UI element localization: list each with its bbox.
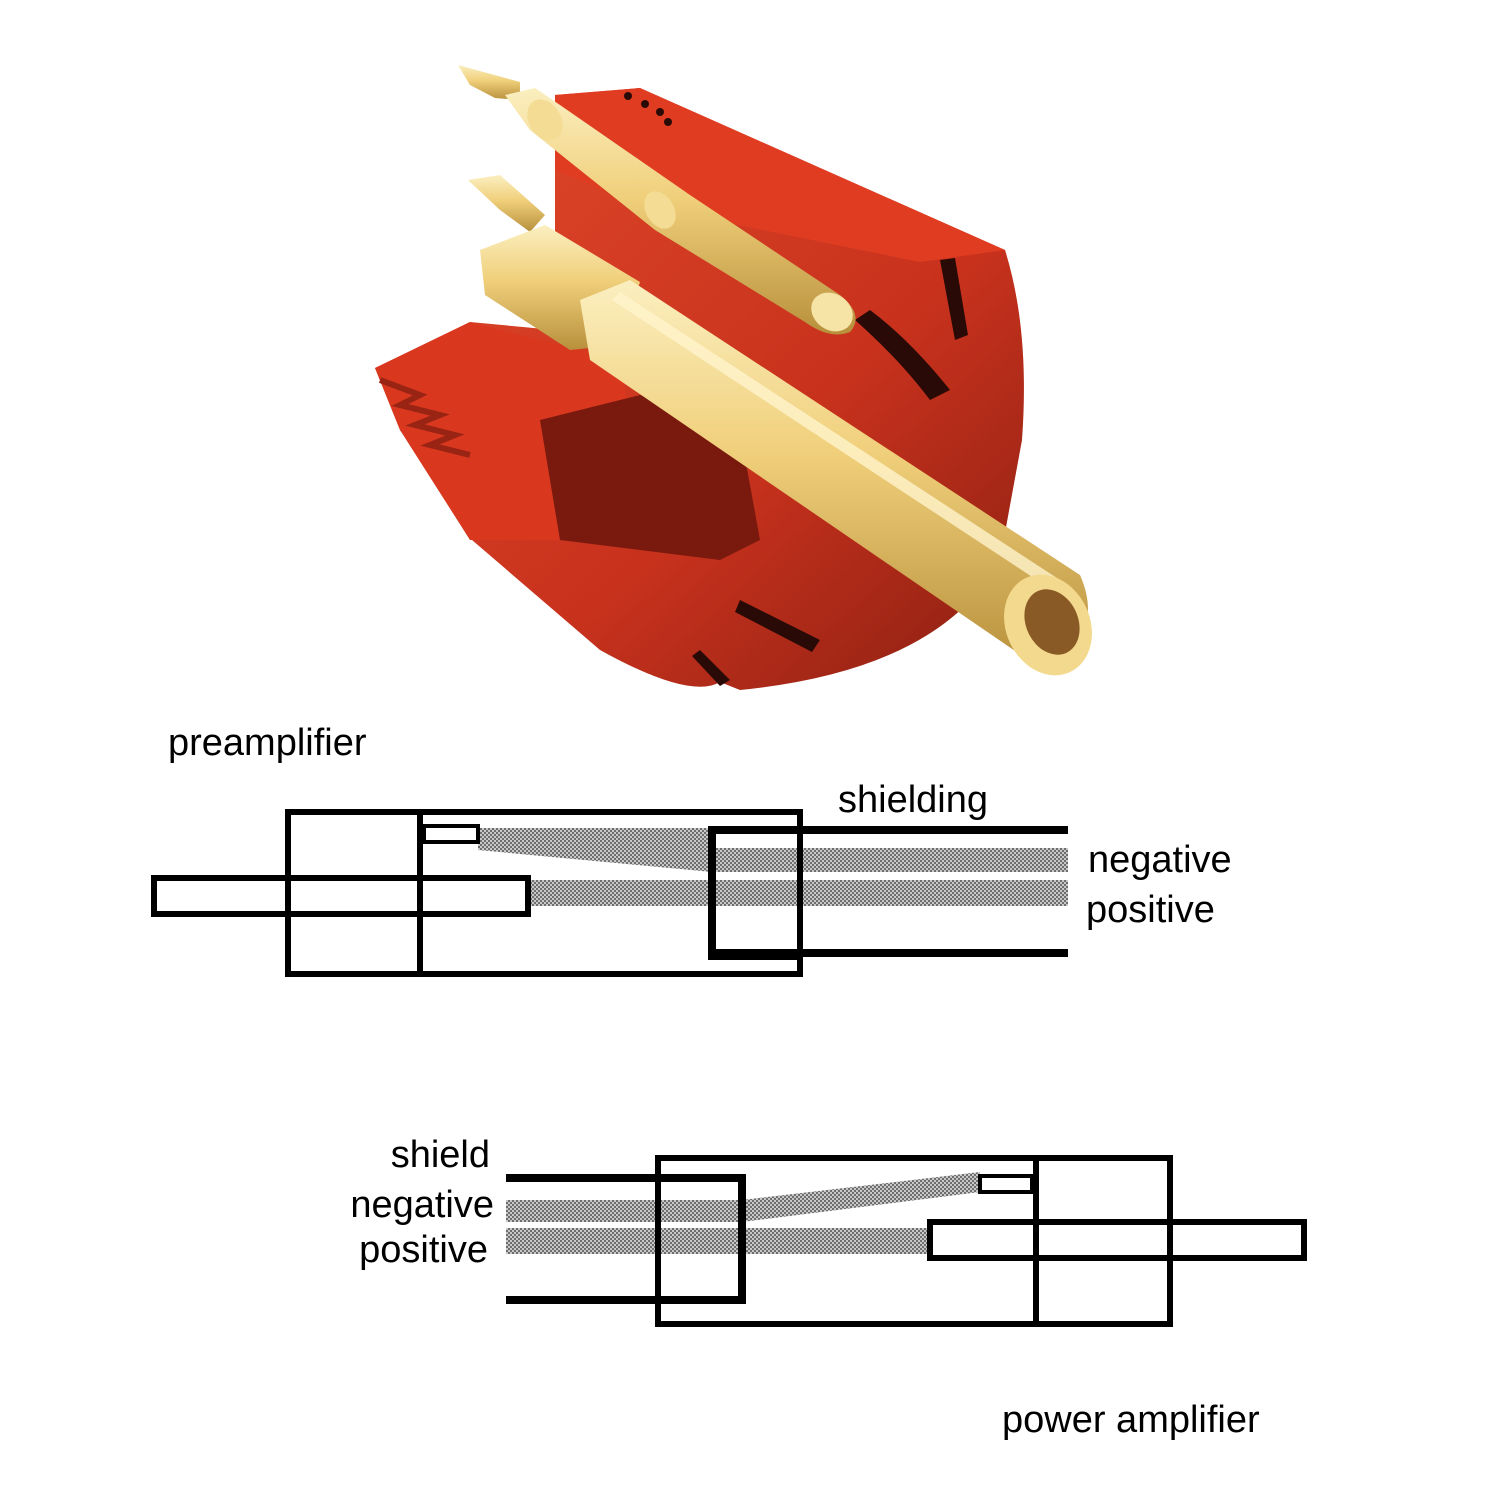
top-negative-conductor [478, 828, 1068, 872]
upper-pin-tip [811, 292, 853, 332]
bottom-negative-conductor [506, 1172, 980, 1222]
bottom-positive-conductor [506, 1228, 930, 1254]
housing-groove-lower [735, 600, 820, 652]
housing-serrated-edge [378, 377, 471, 458]
lower-pin-bore [1024, 589, 1080, 655]
top-cable-clamp [708, 826, 800, 960]
preamplifier-label: preamplifier [168, 722, 367, 764]
upper-pin-collar [527, 99, 563, 141]
housing-hole [664, 118, 672, 126]
upper-pin [505, 88, 856, 335]
top-connector-flange [285, 809, 423, 977]
negative-label-top: negative [1088, 839, 1232, 881]
power-amplifier-label: power amplifier [1002, 1399, 1260, 1441]
lower-pin-tube [580, 280, 1088, 668]
bottom-connector-diagram: shield negative positive power amplifier [350, 1134, 1307, 1441]
housing-groove-bottom [692, 650, 730, 686]
positive-label-top: positive [1086, 889, 1215, 931]
bottom-center-pin [927, 1219, 1307, 1261]
housing-groove-upper [855, 310, 950, 400]
top-center-pin [151, 875, 531, 917]
housing-top-face [555, 88, 1005, 262]
negative-label-bottom: negative [350, 1184, 494, 1226]
upper-pin-tab [458, 65, 520, 100]
shielding-label: shielding [838, 779, 988, 821]
lower-pin-highlight [612, 292, 1060, 590]
housing-hole [656, 108, 664, 116]
upper-pin-collar [644, 191, 676, 229]
bottom-connector-flange [1033, 1155, 1173, 1327]
housing-hole [624, 92, 632, 100]
bottom-negative-contact [978, 1174, 1034, 1194]
shield-label: shield [391, 1134, 490, 1176]
housing-hole [641, 100, 649, 108]
top-connector-diagram: preamplifier shielding negative positive [151, 722, 1232, 977]
positive-label-bottom: positive [359, 1229, 488, 1271]
lower-pin-tab [468, 175, 545, 232]
top-negative-contact [422, 824, 480, 844]
bottom-cable-clamp [658, 1174, 746, 1304]
connector-cutaway-illustration [375, 65, 1092, 690]
housing-groove-right [940, 258, 968, 340]
